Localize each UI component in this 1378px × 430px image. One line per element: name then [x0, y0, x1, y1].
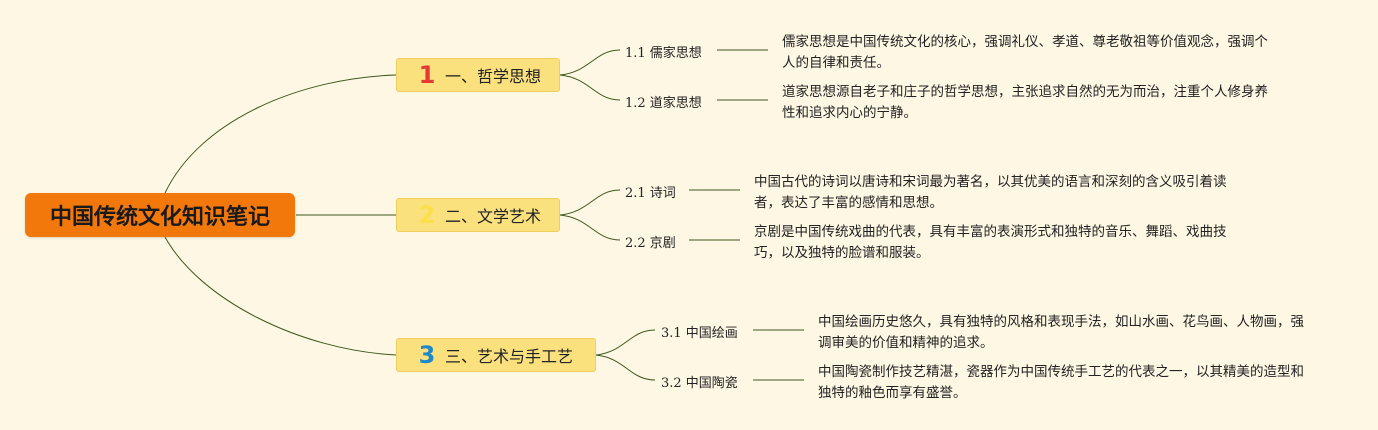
topic-label: 三、艺术与手工艺	[445, 347, 574, 366]
sub-painting[interactable]: 3.1 中国绘画	[661, 326, 738, 341]
root-title: 中国传统文化知识笔记	[49, 205, 270, 230]
sub-ceramics[interactable]: 3.2 中国陶瓷	[661, 376, 738, 391]
desc-poetry: 中国古代的诗词以唐诗和宋词最为著名，以其优美的语言和深刻的含义吸引着读者，表达了…	[754, 174, 1227, 211]
number-1-icon: 1	[418, 61, 436, 89]
sub-taoism[interactable]: 1.2 道家思想	[625, 96, 702, 111]
sub-peking-opera[interactable]: 2.2 京剧	[625, 236, 676, 251]
topic-label: 二、文学艺术	[445, 207, 542, 226]
topic-arts-crafts[interactable]: 3 三、艺术与手工艺	[396, 338, 596, 372]
topic-philosophy[interactable]: 1 一、哲学思想	[396, 58, 560, 92]
sub-poetry[interactable]: 2.1 诗词	[625, 186, 676, 201]
desc-taoism: 道家思想源自老子和庄子的哲学思想，主张追求自然的无为而治，注重个人修身养性和追求…	[782, 84, 1268, 121]
number-3-icon: 3	[418, 341, 436, 369]
topic-literature-art[interactable]: 2 二、文学艺术	[396, 198, 560, 232]
topic-label: 一、哲学思想	[445, 67, 542, 86]
desc-painting: 中国绘画历史悠久，具有独特的风格和表现手法，如山水画、花鸟画、人物画，强调审美的…	[818, 314, 1304, 351]
desc-peking-opera: 京剧是中国传统戏曲的代表，具有丰富的表演形式和独特的音乐、舞蹈、戏曲技巧，以及独…	[754, 224, 1227, 261]
number-2-icon: 2	[418, 201, 436, 229]
root-node[interactable]: 中国传统文化知识笔记	[25, 193, 295, 237]
desc-ceramics: 中国陶瓷制作技艺精湛，瓷器作为中国传统手工艺的代表之一，以其精美的造型和独特的釉…	[818, 364, 1304, 401]
sub-confucianism[interactable]: 1.1 儒家思想	[625, 46, 702, 61]
desc-confucianism: 儒家思想是中国传统文化的核心，强调礼仪、孝道、尊老敬祖等价值观念，强调个人的自律…	[782, 34, 1268, 71]
